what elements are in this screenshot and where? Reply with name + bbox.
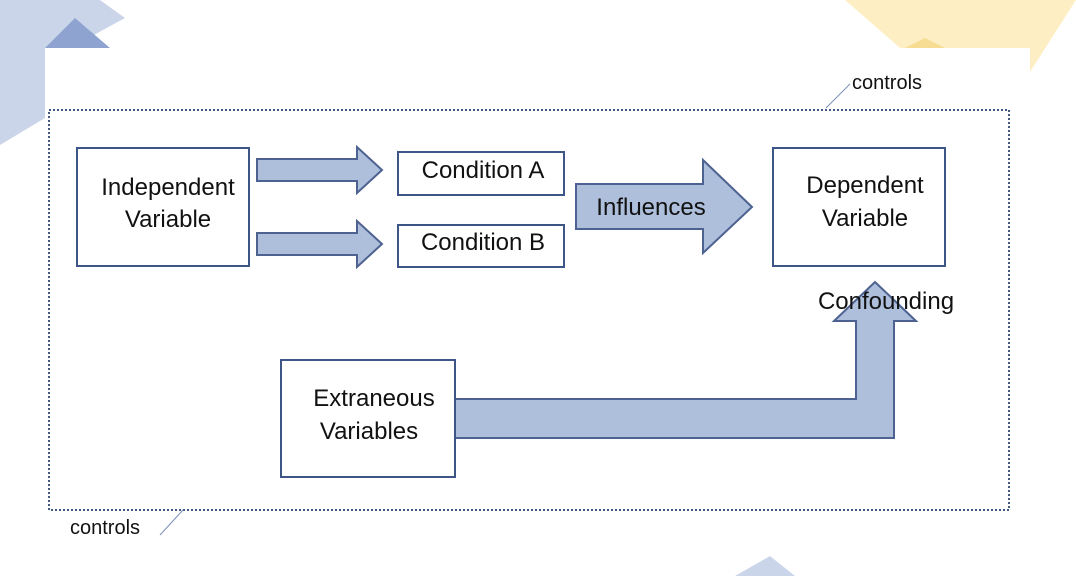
condition-a-label: Condition A	[422, 157, 545, 184]
arrow-to-condition-a	[256, 144, 384, 196]
condition-a-node: Condition A	[397, 151, 565, 196]
dependent-variable-label-line2: Variable	[822, 205, 908, 232]
influences-label: Influences	[596, 194, 705, 221]
condition-b-label: Condition B	[421, 229, 545, 256]
extraneous-variables-node: Extraneous Variables	[280, 359, 456, 478]
decor-blue-shape	[0, 0, 125, 145]
dependent-variable-label-line1: Dependent	[806, 172, 924, 199]
dependent-variable-node: Dependent Variable	[772, 147, 946, 267]
controls-label-top: controls	[852, 72, 922, 94]
decor-yellow-accent-shape	[905, 38, 945, 48]
controls-top-leader-line	[825, 83, 851, 109]
confounding-label: Confounding	[818, 288, 954, 315]
decor-blue-bottom-shape	[735, 556, 795, 576]
independent-variable-label-line1: Independent	[101, 174, 235, 201]
controls-label-bottom: controls	[70, 517, 140, 539]
condition-b-node: Condition B	[397, 224, 565, 268]
decor-blue-accent-shape	[45, 18, 110, 48]
condition-a-box	[397, 151, 565, 196]
decor-yellow-shape	[845, 0, 1076, 72]
extraneous-variables-box	[280, 359, 456, 478]
condition-b-box	[397, 224, 565, 268]
confounding-arrow	[451, 280, 919, 439]
extraneous-variables-label-line1: Extraneous	[313, 385, 434, 412]
independent-variable-label-line2: Variable	[125, 206, 211, 233]
controls-bottom-leader-line	[159, 509, 184, 536]
influences-arrow	[575, 157, 754, 256]
independent-variable-node: Independent Variable	[76, 147, 250, 267]
extraneous-variables-label-line2: Variables	[320, 418, 418, 445]
arrow-to-condition-b	[256, 218, 384, 270]
dependent-variable-box	[772, 147, 946, 267]
controlled-environment-boundary	[48, 109, 1010, 511]
independent-variable-box	[76, 147, 250, 267]
influences-arrow-group: Influences	[575, 157, 754, 256]
